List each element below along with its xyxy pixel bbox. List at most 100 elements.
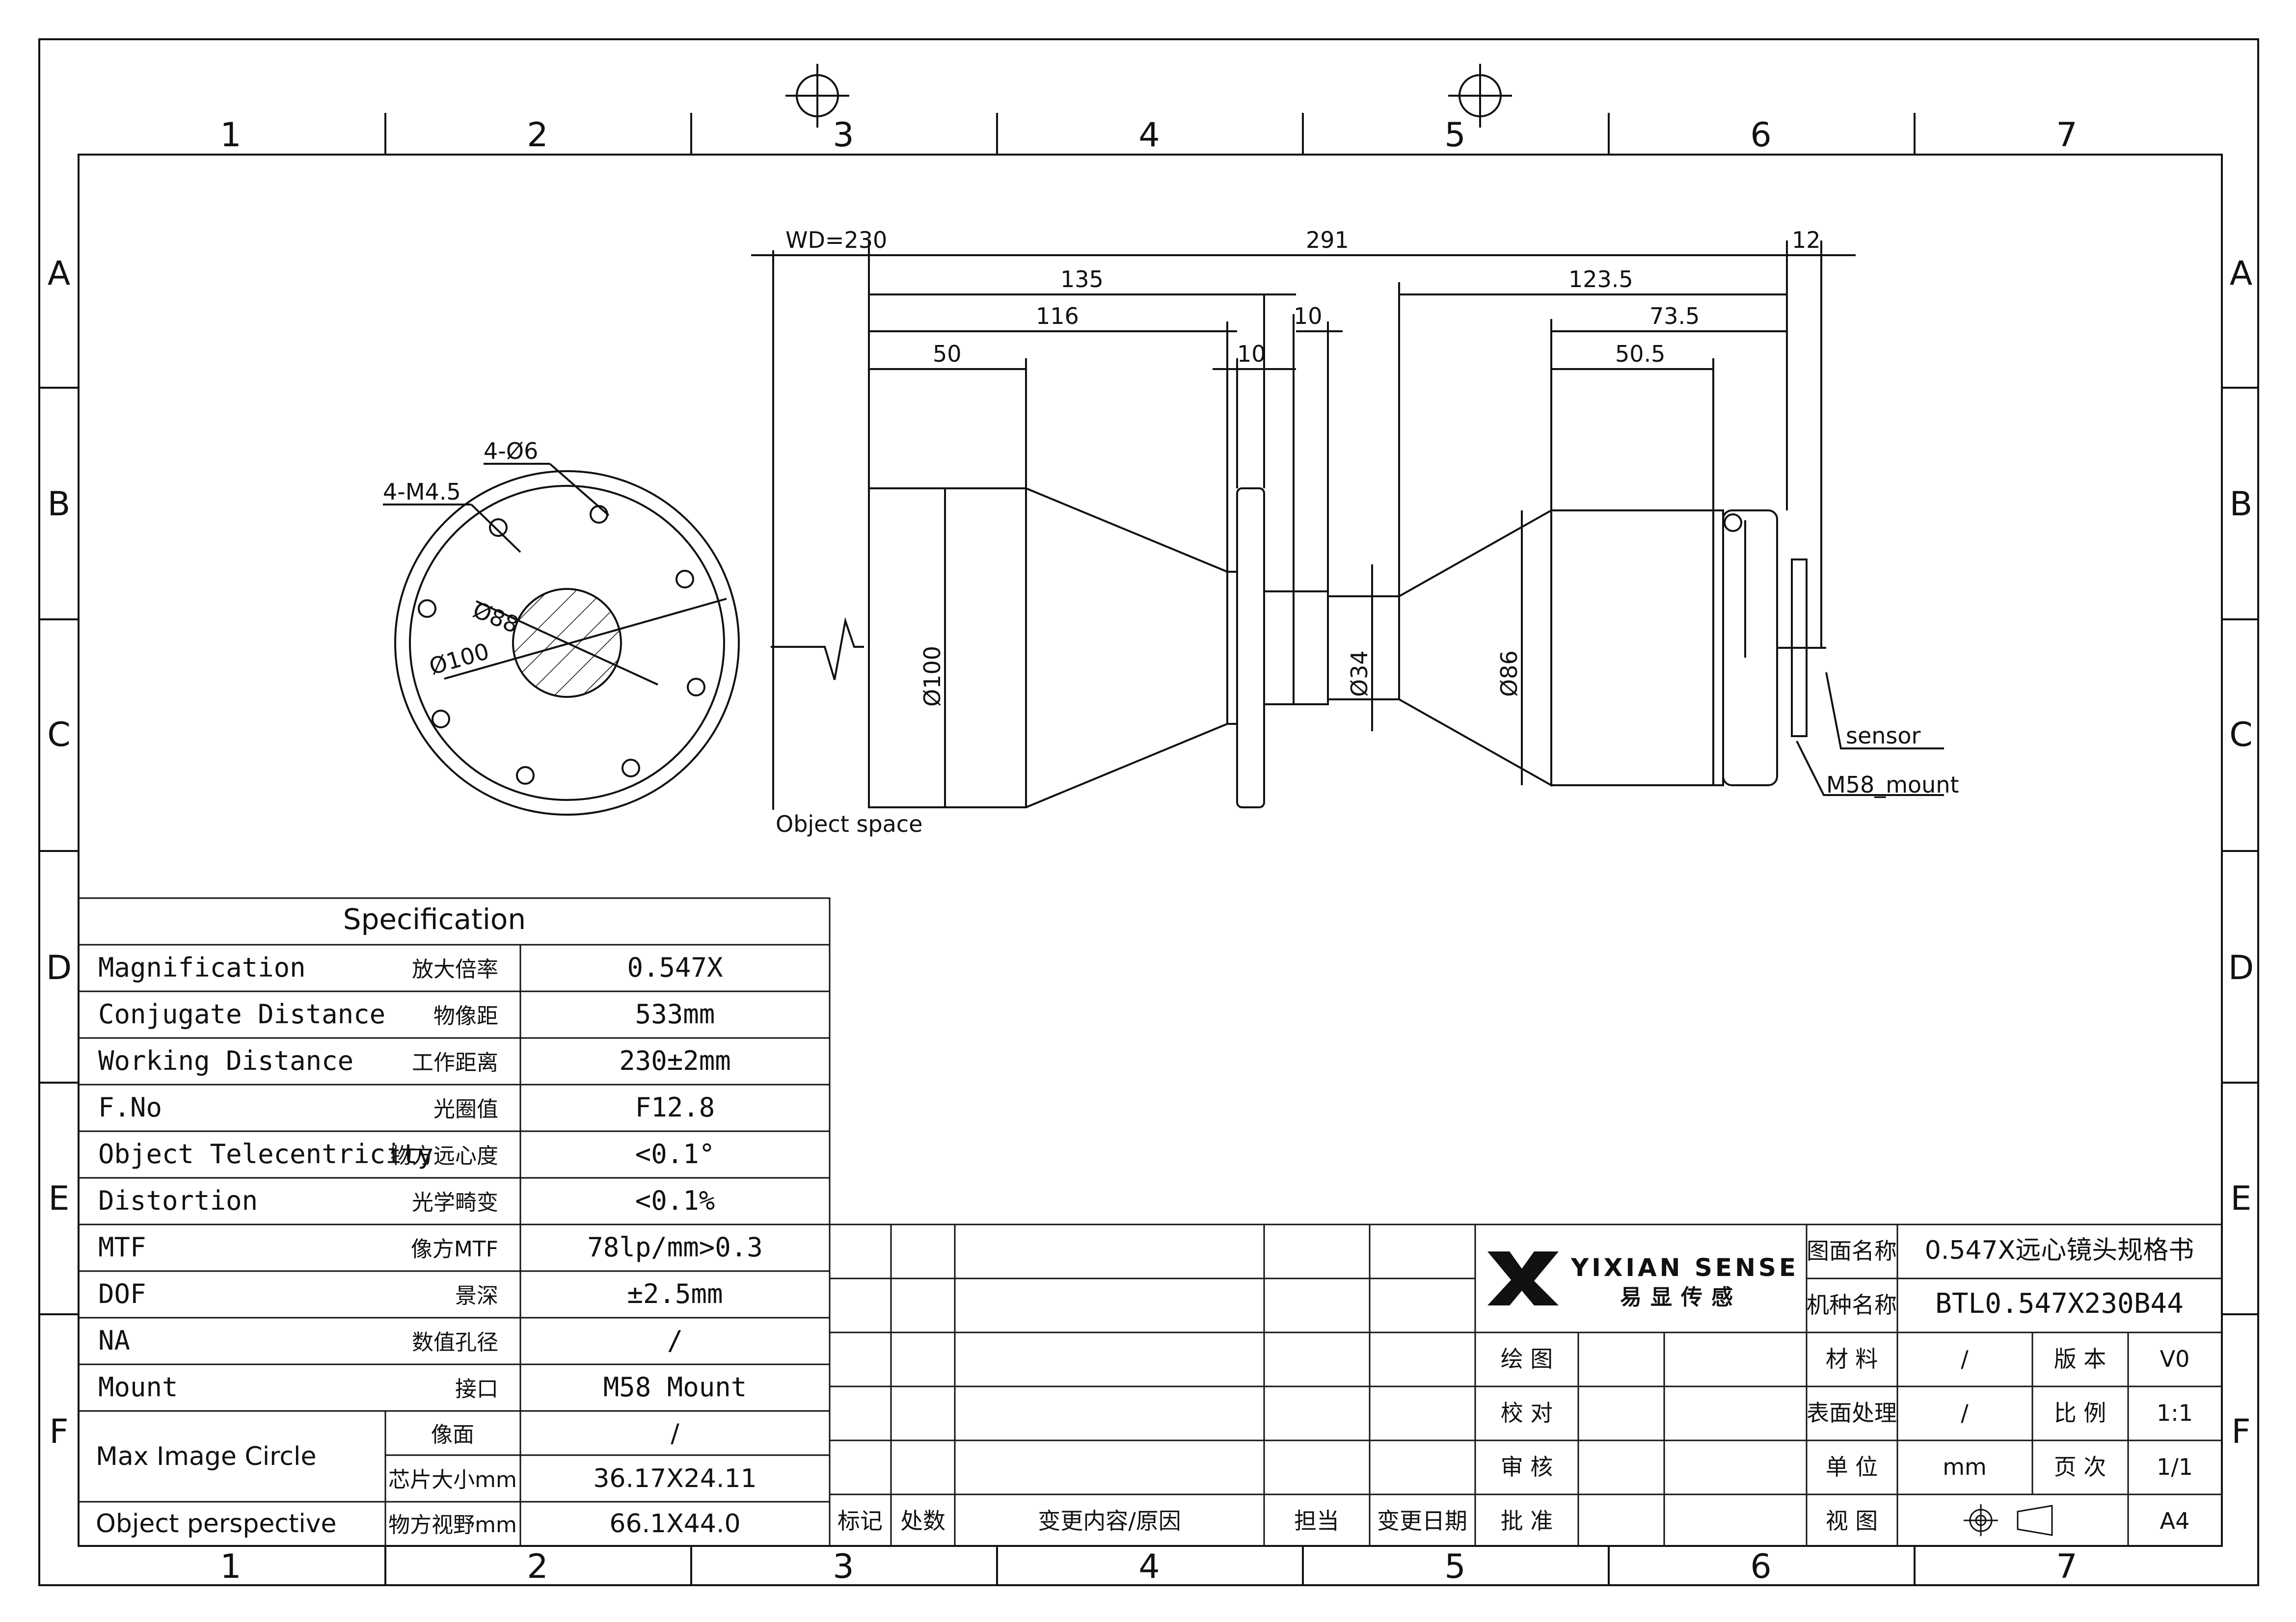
spec-label-cn: 光圈值: [433, 1097, 498, 1122]
model-label: 机种名称: [1807, 1292, 1897, 1318]
back-offset-label: 12: [1792, 227, 1821, 253]
row-label: A: [2230, 254, 2253, 293]
col-label: 3: [833, 1547, 854, 1586]
wd-label: WD=230: [785, 227, 887, 253]
col-label: 7: [2056, 1547, 2077, 1586]
dim-116: 116: [1036, 303, 1079, 329]
spec-value: M58 Mount: [603, 1372, 747, 1403]
col-label: 2: [527, 116, 548, 155]
spec-label: F.No: [98, 1092, 162, 1123]
page-value: 1/1: [2157, 1454, 2193, 1480]
spec-label-cn: 景深: [455, 1283, 498, 1308]
dim-123-5: 123.5: [1568, 266, 1633, 292]
brand-name: YIXIAN SENSE: [1570, 1253, 1799, 1282]
drawing-name: 0.547X远心镜头规格书: [1925, 1236, 2194, 1265]
row-label: E: [49, 1179, 70, 1218]
spec-label: MTF: [98, 1232, 146, 1263]
spec-image-circle-sub2-val: 36.17X24.11: [593, 1464, 756, 1493]
spec-value: ±2.5mm: [627, 1278, 723, 1309]
dim-73-5: 73.5: [1649, 303, 1700, 329]
col-label: 6: [1750, 1547, 1771, 1586]
thread-label: 4-M4.5: [383, 479, 461, 505]
drawing-name-label: 图面名称: [1807, 1238, 1897, 1264]
spec-value: <0.1%: [635, 1185, 715, 1216]
spec-label: Object Telecentricity: [98, 1139, 433, 1170]
outer-frame: [38, 38, 2259, 1586]
dim-10b: 10: [1294, 303, 1323, 329]
inner-frame: [78, 154, 2223, 1547]
spec-value: 533mm: [635, 999, 715, 1030]
diameter-rear: Ø86: [1496, 650, 1522, 697]
spec-value: 230±2mm: [619, 1045, 731, 1076]
dim-10a: 10: [1237, 341, 1266, 367]
spec-image-circle-label: Max Image Circle: [96, 1442, 316, 1471]
diameter-front: Ø100: [919, 646, 945, 707]
row-label: F: [2231, 1412, 2250, 1451]
spec-label-cn: 工作距离: [412, 1050, 498, 1075]
rev-col-owner: 担当: [1294, 1508, 1339, 1534]
dim-50: 50: [933, 341, 962, 367]
diameter-mid: Ø34: [1346, 650, 1373, 697]
mount-label: M58_mount: [1826, 771, 1959, 798]
col-label: 5: [1444, 1547, 1465, 1586]
zone-ticks: [39, 113, 2258, 1585]
spec-label-cn: 物像距: [433, 1004, 498, 1029]
row-label: D: [2228, 949, 2254, 987]
unit-label: 单 位: [1826, 1454, 1878, 1480]
material-label: 材 料: [1826, 1346, 1878, 1372]
spec-title: Specification: [343, 903, 526, 936]
spec-value: 0.547X: [627, 952, 723, 983]
spec-label-cn: 物方远心度: [390, 1143, 498, 1169]
approve-label: 批 准: [1501, 1508, 1553, 1534]
col-label: 2: [527, 1547, 548, 1586]
dim-50-5: 50.5: [1615, 341, 1665, 367]
spec-image-circle-sub2-cn: 芯片大小mm: [388, 1467, 517, 1492]
rev-col-date: 变更日期: [1377, 1508, 1467, 1534]
row-label: C: [47, 716, 70, 754]
spec-value: F12.8: [635, 1092, 715, 1123]
version-label: 版 本: [2054, 1346, 2107, 1372]
spec-perspective-label: Object perspective: [96, 1509, 337, 1539]
spec-image-circle-sub1-cn: 像面: [431, 1422, 474, 1447]
spec-perspective-cn: 物方视野mm: [388, 1513, 517, 1538]
view-label: 视 图: [1826, 1508, 1878, 1534]
col-label: 7: [2056, 116, 2077, 155]
rev-col-content: 变更内容/原因: [1038, 1508, 1181, 1534]
spec-table: [78, 897, 831, 1547]
spec-label: DOF: [98, 1278, 146, 1309]
rev-col-mark: 标记: [837, 1508, 883, 1534]
draw-label: 绘 图: [1501, 1346, 1553, 1372]
col-label: 3: [833, 116, 854, 155]
side-view: [751, 240, 1944, 810]
brand-name-cn: 易显传感: [1620, 1285, 1742, 1310]
col-label: 6: [1750, 116, 1771, 155]
registration-target-2: [1448, 64, 1512, 128]
model-number: BTL0.547X230B44: [1935, 1288, 2184, 1320]
dim-135: 135: [1060, 266, 1104, 292]
row-label: A: [48, 254, 71, 293]
spec-label: Working Distance: [98, 1045, 353, 1076]
spec-perspective-val: 66.1X44.0: [609, 1509, 740, 1539]
version-value: V0: [2160, 1346, 2190, 1372]
col-label: 4: [1138, 116, 1160, 155]
surface-label: 表面处理: [1807, 1400, 1897, 1426]
brand-logo: YIXIAN SENSE 易显传感: [1487, 1251, 1799, 1310]
spec-value: 78lp/mm>0.3: [587, 1232, 763, 1263]
col-label: 1: [220, 1547, 241, 1586]
spec-image-circle-sub1-val: /: [671, 1419, 679, 1448]
unit-value: mm: [1943, 1454, 1987, 1480]
sensor-label: sensor: [1846, 722, 1921, 749]
scale-label: 比 例: [2054, 1400, 2107, 1426]
row-label: B: [48, 485, 71, 524]
surface-value: /: [1961, 1400, 1969, 1426]
col-label: 5: [1444, 116, 1465, 155]
spec-value: <0.1°: [635, 1139, 715, 1170]
scale-value: 1:1: [2157, 1400, 2193, 1426]
check-label: 校 对: [1501, 1400, 1553, 1426]
inner-diameter-label: Ø88: [469, 596, 522, 638]
spec-label: Distortion: [98, 1185, 258, 1216]
rev-col-count: 处数: [900, 1508, 945, 1534]
spec-label: Magnification: [98, 952, 306, 983]
spec-label: Conjugate Distance: [98, 999, 385, 1030]
